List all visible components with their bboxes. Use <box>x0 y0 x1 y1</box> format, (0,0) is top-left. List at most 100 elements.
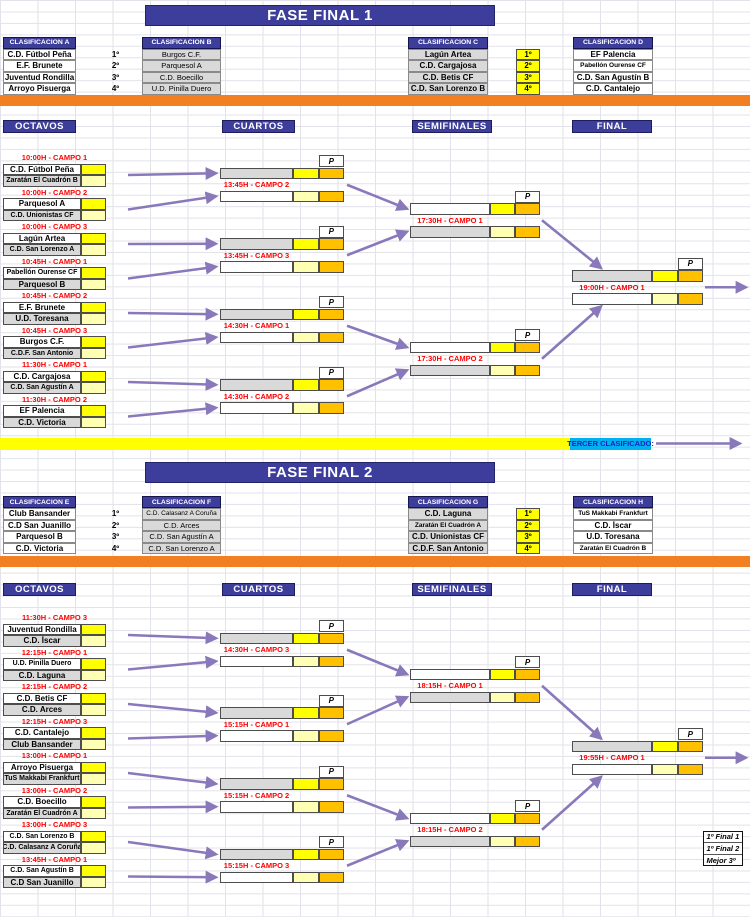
score-cell[interactable] <box>81 405 106 417</box>
score-cell[interactable] <box>81 773 106 785</box>
points-cell[interactable] <box>318 308 344 320</box>
score-cell[interactable] <box>81 198 106 210</box>
score-cell[interactable] <box>293 308 319 320</box>
score-cell[interactable] <box>81 347 106 359</box>
score-cell[interactable] <box>81 301 106 313</box>
score-cell[interactable] <box>81 623 106 635</box>
score-cell[interactable] <box>490 364 515 376</box>
points-cell[interactable] <box>318 632 344 644</box>
score-cell[interactable] <box>81 761 106 773</box>
score-cell[interactable] <box>81 796 106 808</box>
score-cell[interactable] <box>490 691 515 703</box>
team-cell: C.D. Betis CF <box>3 692 81 704</box>
score-cell[interactable] <box>293 190 319 202</box>
points-cell[interactable] <box>318 402 344 414</box>
score-cell[interactable] <box>81 209 106 221</box>
points-cell[interactable] <box>318 848 344 860</box>
score-cell[interactable] <box>490 835 515 847</box>
score-cell[interactable] <box>81 692 106 704</box>
points-cell[interactable] <box>515 226 540 238</box>
points-cell[interactable] <box>318 190 344 202</box>
fase1-banner: FASE FINAL 1 <box>145 5 495 26</box>
score-cell[interactable] <box>490 668 515 680</box>
score-cell[interactable] <box>81 336 106 348</box>
points-cell[interactable] <box>318 379 344 391</box>
position-cell: 1º <box>516 508 540 520</box>
score-cell[interactable] <box>81 830 106 842</box>
position-label: 4º <box>111 84 120 94</box>
score-cell[interactable] <box>293 238 319 250</box>
score-cell[interactable] <box>293 848 319 860</box>
match-time: 13:00H - CAMPO 3 <box>21 820 88 830</box>
score-cell[interactable] <box>81 278 106 290</box>
score-cell[interactable] <box>81 635 106 647</box>
score-cell[interactable] <box>81 865 106 877</box>
points-cell[interactable] <box>677 763 703 775</box>
points-cell[interactable] <box>677 293 703 305</box>
points-cell[interactable] <box>515 341 540 353</box>
score-cell[interactable] <box>81 807 106 819</box>
score-cell[interactable] <box>81 370 106 382</box>
points-cell[interactable] <box>515 203 540 215</box>
score-cell[interactable] <box>293 655 319 667</box>
classification-team-cell: Pabellón Ourense CF <box>573 60 653 72</box>
score-cell[interactable] <box>293 801 319 813</box>
score-cell[interactable] <box>490 226 515 238</box>
team-cell: Lagún Artea <box>3 232 81 244</box>
score-cell[interactable] <box>81 163 106 175</box>
score-cell[interactable] <box>81 175 106 187</box>
points-cell[interactable] <box>318 801 344 813</box>
points-cell[interactable] <box>515 668 540 680</box>
score-cell[interactable] <box>652 270 678 282</box>
score-cell[interactable] <box>490 203 515 215</box>
connector-arrow <box>346 839 410 867</box>
score-cell[interactable] <box>81 313 106 325</box>
points-cell[interactable] <box>515 835 540 847</box>
score-cell[interactable] <box>81 267 106 279</box>
score-cell[interactable] <box>652 293 678 305</box>
match-time: 10:45H - CAMPO 3 <box>21 325 88 335</box>
score-cell[interactable] <box>293 167 319 179</box>
score-cell[interactable] <box>293 402 319 414</box>
points-cell[interactable] <box>318 167 344 179</box>
points-cell[interactable] <box>318 871 344 883</box>
score-cell[interactable] <box>490 812 515 824</box>
score-cell[interactable] <box>293 707 319 719</box>
round-header-final: FINAL <box>572 120 652 133</box>
points-cell[interactable] <box>677 270 703 282</box>
score-cell[interactable] <box>293 778 319 790</box>
points-cell[interactable] <box>318 238 344 250</box>
points-cell[interactable] <box>318 655 344 667</box>
score-cell[interactable] <box>81 244 106 256</box>
score-cell[interactable] <box>293 730 319 742</box>
score-cell[interactable] <box>81 842 106 854</box>
score-cell[interactable] <box>293 379 319 391</box>
score-cell[interactable] <box>293 632 319 644</box>
points-cell[interactable] <box>515 691 540 703</box>
points-cell[interactable] <box>515 812 540 824</box>
score-cell[interactable] <box>293 261 319 273</box>
score-cell[interactable] <box>81 232 106 244</box>
score-cell[interactable] <box>81 658 106 670</box>
points-cell[interactable] <box>318 331 344 343</box>
score-cell[interactable] <box>490 341 515 353</box>
score-cell[interactable] <box>81 876 106 888</box>
score-cell[interactable] <box>81 727 106 739</box>
points-cell[interactable] <box>515 364 540 376</box>
points-cell[interactable] <box>318 707 344 719</box>
score-cell[interactable] <box>293 871 319 883</box>
score-cell[interactable] <box>81 669 106 681</box>
score-cell[interactable] <box>652 740 678 752</box>
score-cell[interactable] <box>81 704 106 716</box>
score-cell[interactable] <box>81 738 106 750</box>
score-cell[interactable] <box>652 763 678 775</box>
classification-header: CLASIFICACION D <box>573 36 653 49</box>
points-cell[interactable] <box>318 730 344 742</box>
points-cell[interactable] <box>677 740 703 752</box>
points-cell[interactable] <box>318 261 344 273</box>
score-cell[interactable] <box>293 331 319 343</box>
points-cell[interactable] <box>318 778 344 790</box>
score-cell[interactable] <box>81 416 106 428</box>
score-cell[interactable] <box>81 382 106 394</box>
team-slot-cell <box>220 167 293 179</box>
